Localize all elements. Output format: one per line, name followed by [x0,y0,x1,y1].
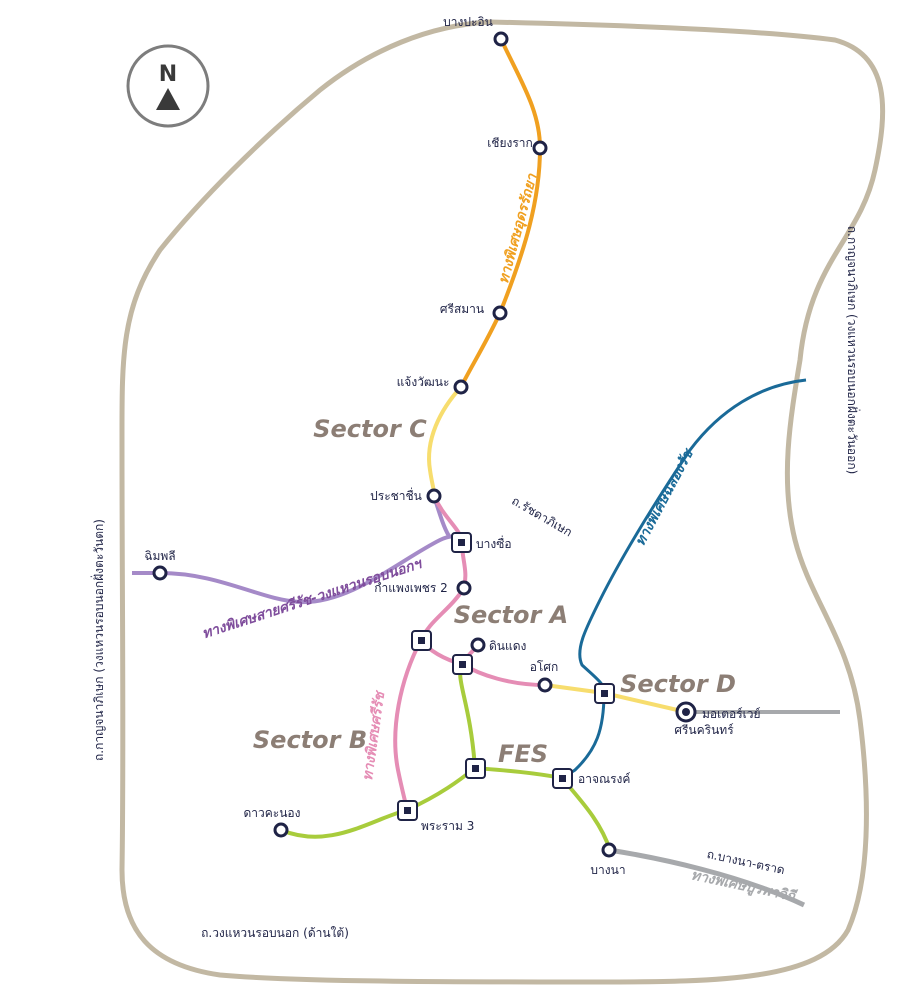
chalong-rat-line [561,378,807,780]
station-label-srinakharin: ศรีนครินทร์ [674,723,734,737]
station-marker-asok[interactable] [537,677,553,693]
station-label-bang-na: บางนา [590,863,625,877]
station-marker-bang-pa-in[interactable] [493,31,509,47]
road-label-outer-ring-west: ถ.กาญจนาภิเษก (วงแหวนรอบนอกฝั่งตะวันตก) [90,519,106,761]
station-marker-si-saman[interactable] [492,305,508,321]
station-label-bang-sue: บางซื่อ [476,535,512,551]
interchange-din-daeng-junction[interactable] [452,654,473,675]
station-label-chimphli: ฉิมพลี [144,549,175,563]
road-label-outer-ring-east: ถ.กาญจนาภิเษก (วงแหวนรอบนอกฝั่งตะวันออก) [845,226,861,475]
si-rat-line [393,639,423,811]
sector-label-b: Sector B [253,726,367,754]
station-label-bang-pa-in: บางปะอิน [443,15,493,29]
interchange-si-rat-junction[interactable] [411,630,432,651]
sector-label-fes: FES [498,740,548,768]
green-connector [458,663,477,769]
interchange-sector-d[interactable] [594,683,615,704]
station-label-dao-khanong: ดาวคะนอง [243,806,300,820]
road-label-outer-ring-south: ถ.วงแหวนรอบนอก (ด้านใต้) [201,926,349,940]
road-label-ratchadaphisek: ถ.รัชดาภิเษก [509,494,574,540]
station-label-motorway: มอเตอร์เวย์ [702,707,761,721]
compass-letter: N [159,62,177,87]
station-marker-chimphli[interactable] [152,565,168,581]
station-marker-prachachuen[interactable] [426,488,442,504]
station-marker-chiang-rak[interactable] [532,140,548,156]
burapha-withi-line [608,847,806,908]
sector-label-d: Sector D [620,670,736,698]
sector-label-a: Sector A [454,601,569,629]
si-rat-outer-ring-line [132,534,464,605]
station-marker-bang-na[interactable] [601,842,617,858]
station-label-rama-3: พระราม 3 [421,819,474,833]
interchange-rama-3[interactable] [397,800,418,821]
station-label-asok: อโศก [530,660,559,674]
udon-ratthaya-line [459,38,543,388]
station-marker-dao-khanong[interactable] [273,822,289,838]
station-label-si-saman: ศรีสมาน [440,302,484,316]
route-label-chalong-rat: ทางพิเศษฉลองรัช [632,445,697,549]
station-marker-chaeng-watthana[interactable] [453,379,469,395]
station-marker-din-daeng[interactable] [470,637,486,653]
route-label-si-rat-outer-ring: ทางพิเศษสายศรีรัช-วงแหวนรอบนอกฯ [200,555,425,643]
sector-c-line [427,385,463,497]
station-label-at-narong: อาจณรงค์ [578,772,630,786]
north-arrow-icon: N [126,44,210,128]
station-label-prachachuen: ประชาชื่น [370,487,422,503]
station-label-din-daeng: ดินแดง [489,639,526,653]
interchange-fes[interactable] [465,758,486,779]
station-label-chiang-rak: เชียงราก [487,136,533,150]
interchange-at-narong[interactable] [552,768,573,789]
station-label-chaeng-watthana: แจ้งวัฒนะ [397,375,450,389]
interchange-bang-sue[interactable] [451,532,472,553]
outer-ring-road [119,19,886,985]
station-marker-kamphaeng-phet-2[interactable] [456,580,472,596]
station-label-kamphaeng-phet-2: กำแพงเพชร 2 [374,581,448,595]
sector-label-c: Sector C [313,415,427,443]
station-marker-srinakharin[interactable] [675,701,697,723]
